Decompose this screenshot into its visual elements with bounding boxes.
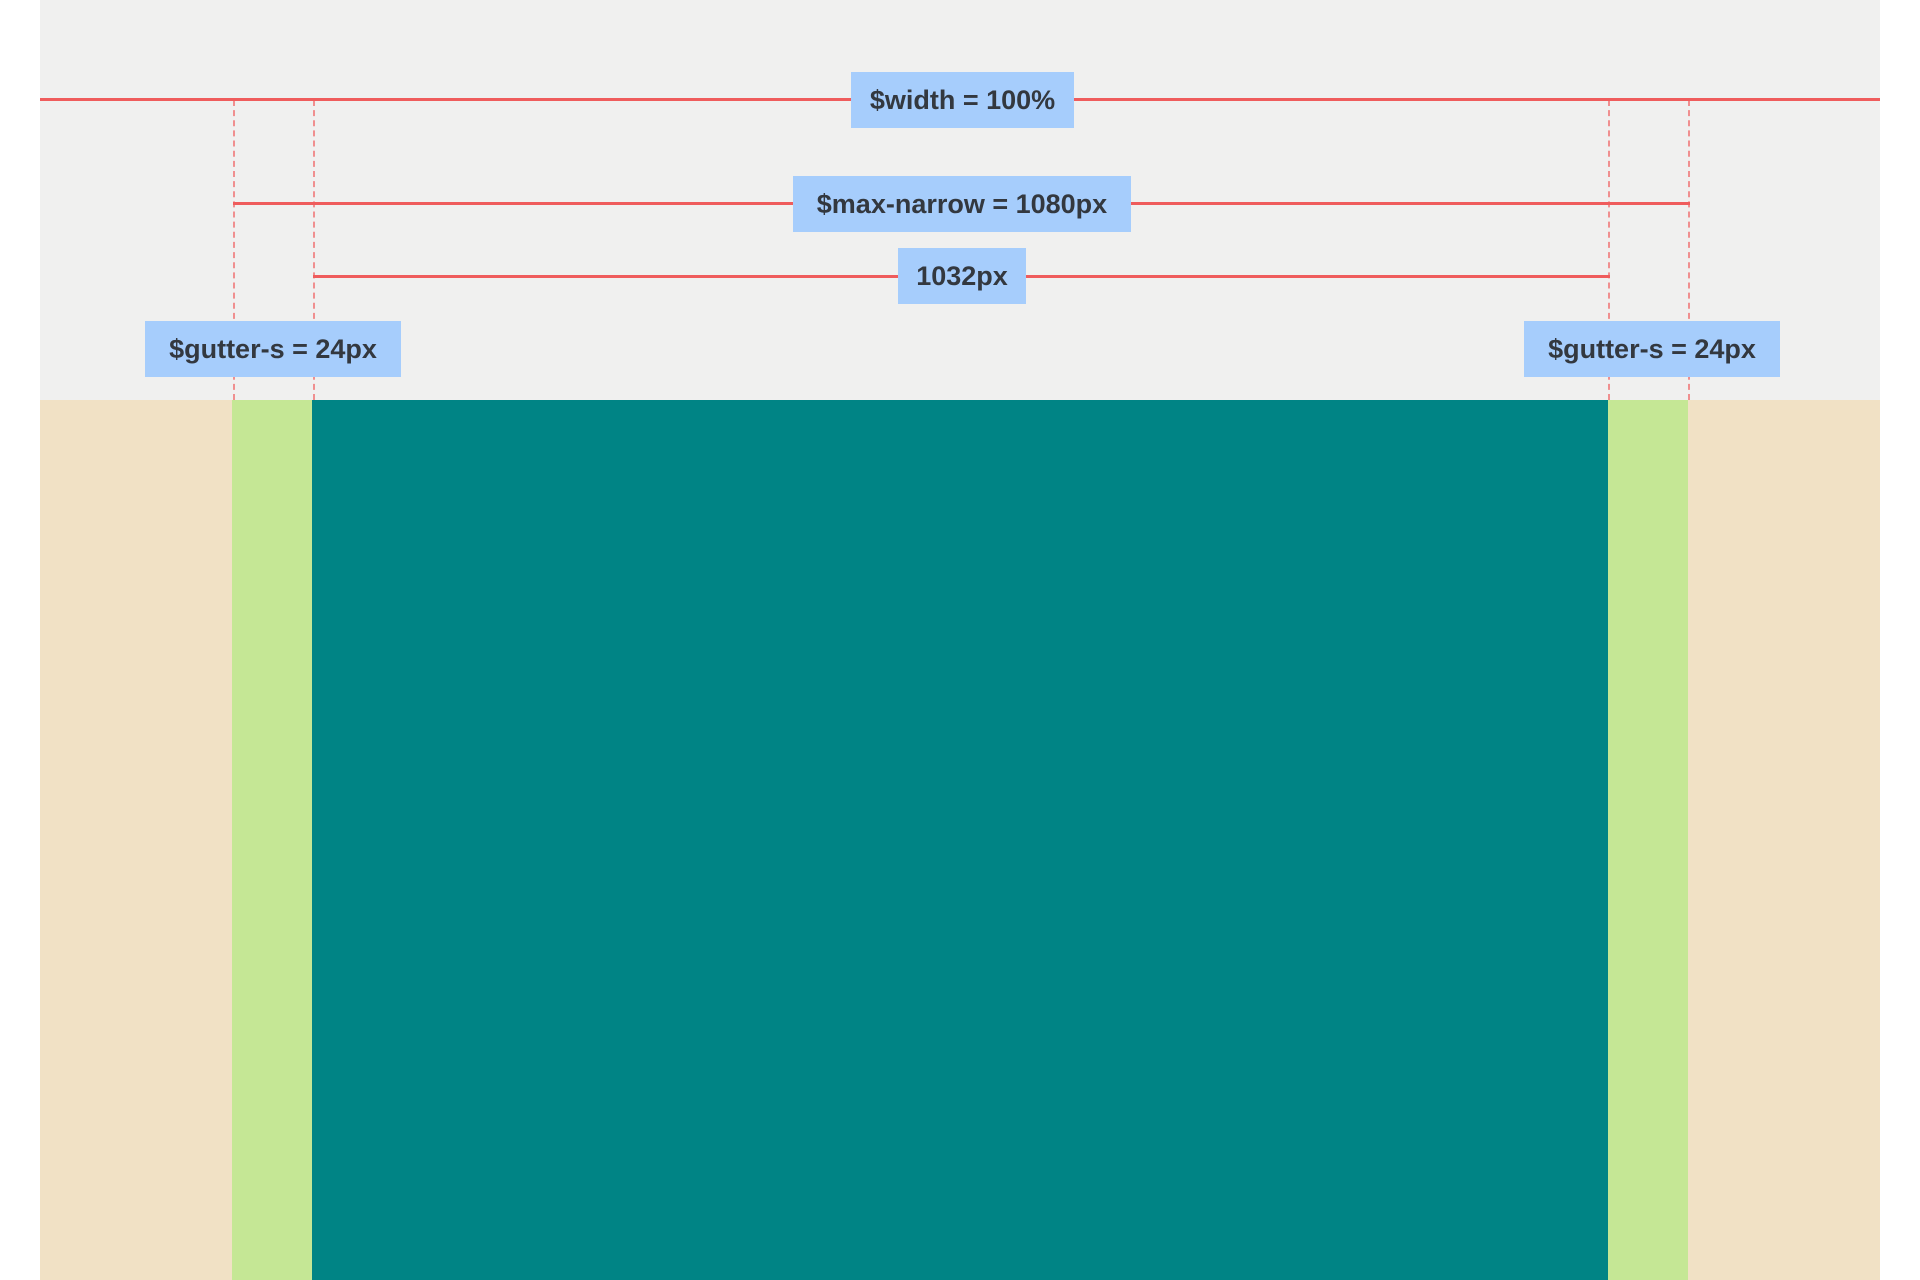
gutter-left [232,400,312,1280]
outer-margin-right [1688,400,1880,1280]
max-narrow-label: $max-narrow = 1080px [793,176,1131,232]
gutter-left-label: $gutter-s = 24px [145,321,401,377]
inner-width-label: 1032px [898,248,1026,304]
width-label: $width = 100% [851,72,1074,128]
guide-line-content-left [313,100,315,400]
content-area [312,400,1608,1280]
outer-margin-left [40,400,232,1280]
gutter-right-label: $gutter-s = 24px [1524,321,1780,377]
guide-line-content-right [1608,100,1610,400]
gutter-right [1608,400,1688,1280]
guide-line-max-narrow-left [233,100,235,400]
guide-line-max-narrow-right [1688,100,1690,400]
